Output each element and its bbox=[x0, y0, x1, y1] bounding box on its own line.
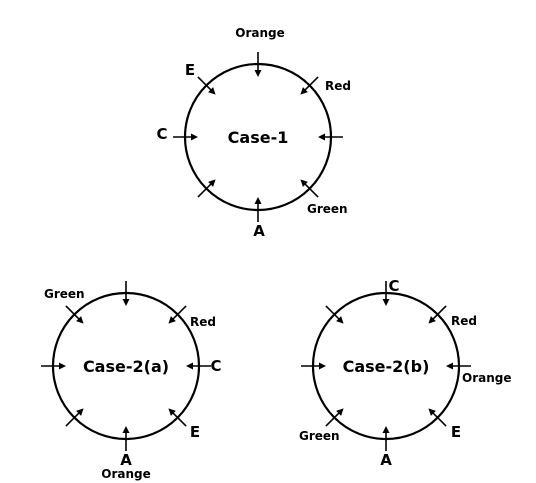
seat-arrow-3 bbox=[168, 408, 187, 427]
seat-arrow-2 bbox=[446, 362, 471, 370]
seat-arrow-7 bbox=[325, 305, 344, 324]
seat-label-red: Red bbox=[451, 314, 477, 328]
seat-arrow-7 bbox=[197, 76, 216, 95]
case-title: Case-2(b) bbox=[343, 357, 430, 376]
seat-arrow-2 bbox=[318, 133, 343, 141]
seat-label-green: Green bbox=[299, 429, 340, 443]
seat-arrow-5 bbox=[197, 179, 216, 198]
seat-arrow-1 bbox=[300, 76, 319, 95]
seat-arrow-0 bbox=[382, 281, 390, 306]
seat-arrow-0 bbox=[122, 281, 130, 306]
seat-arrow-3 bbox=[428, 408, 447, 427]
seat-label-green: Green bbox=[307, 202, 348, 216]
seat-label-e: E bbox=[190, 423, 200, 441]
seat-arrow-1 bbox=[168, 305, 187, 324]
diagram-case-1: Case-1 Orange Red Green A C E bbox=[156, 26, 350, 240]
seat-arrow-6 bbox=[173, 133, 198, 141]
case-title: Case-2(a) bbox=[83, 357, 169, 376]
seat-arrow-7 bbox=[65, 305, 84, 324]
seat-arrow-4 bbox=[254, 197, 262, 222]
seat-arrow-6 bbox=[41, 362, 66, 370]
seat-label-a: A bbox=[253, 222, 265, 240]
seat-arrow-2 bbox=[186, 362, 211, 370]
seat-label-e: E bbox=[451, 423, 461, 441]
case-title: Case-1 bbox=[228, 128, 289, 147]
seat-arrow-4 bbox=[382, 426, 390, 451]
seat-label-red: Red bbox=[190, 315, 216, 329]
seat-arrow-6 bbox=[301, 362, 326, 370]
seat-label-e: E bbox=[185, 61, 195, 79]
seat-label-red: Red bbox=[325, 79, 351, 93]
seat-label-c: C bbox=[156, 125, 167, 143]
seat-arrow-5 bbox=[325, 408, 344, 427]
seat-arrow-4 bbox=[122, 426, 130, 451]
diagram-case-2b: Case-2(b) C Red Orange E A Green bbox=[299, 277, 512, 469]
seat-arrow-3 bbox=[300, 179, 319, 198]
seat-arrow-5 bbox=[65, 408, 84, 427]
seat-label-orange: Orange bbox=[101, 467, 151, 481]
seat-label-orange: Orange bbox=[462, 371, 512, 385]
seat-arrow-1 bbox=[428, 305, 447, 324]
seat-label-a: A bbox=[380, 451, 392, 469]
seat-arrow-0 bbox=[254, 52, 262, 77]
seat-label-a: A bbox=[120, 451, 132, 469]
seat-label-green: Green bbox=[44, 287, 85, 301]
seat-label-orange: Orange bbox=[235, 26, 285, 40]
diagram-case-2a: Case-2(a) Green Red C E A Orange bbox=[41, 281, 222, 481]
seat-label-c: C bbox=[210, 357, 221, 375]
seat-label-c: C bbox=[388, 277, 399, 295]
